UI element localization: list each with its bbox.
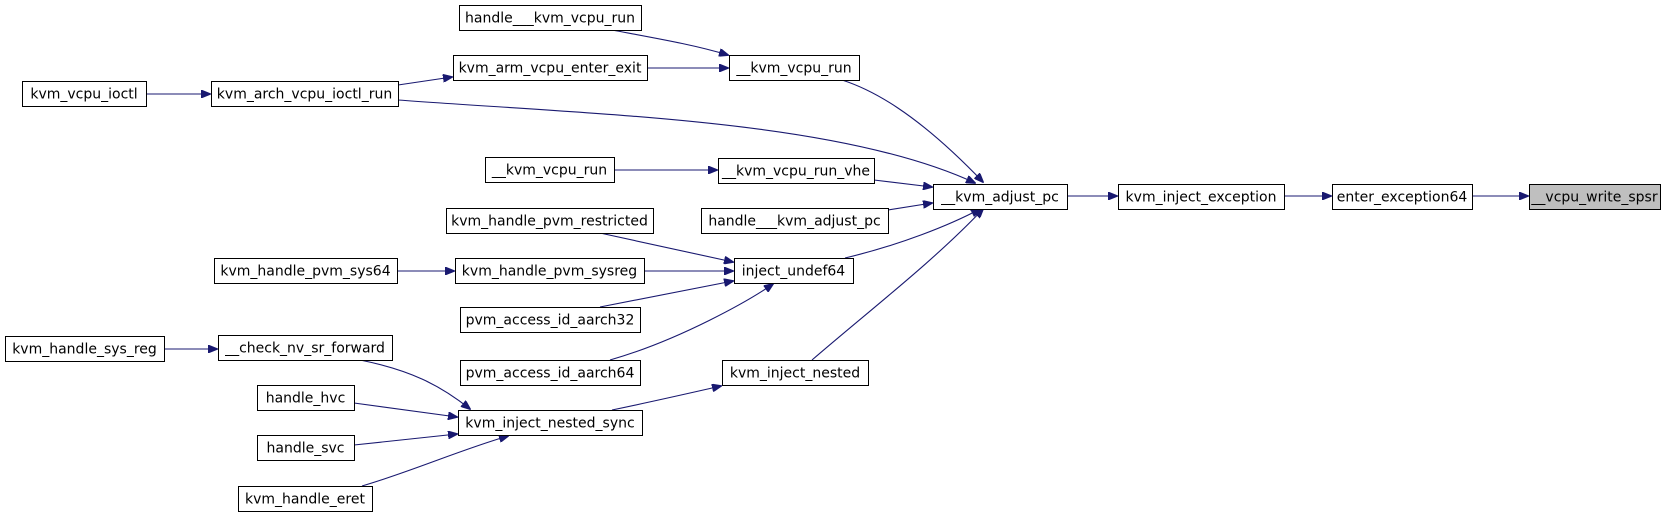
node-label: pvm_access_id_aarch64: [466, 366, 635, 382]
node-pvm-access-id-aarch32[interactable]: pvm_access_id_aarch32: [460, 307, 641, 333]
node-box[interactable]: [1332, 184, 1473, 210]
node-kvm-handle-pvm-sysreg[interactable]: kvm_handle_pvm_sysreg: [455, 258, 645, 284]
node-box[interactable]: [257, 385, 355, 411]
node-box[interactable]: [211, 81, 399, 107]
node-label: kvm_arch_vcpu_ioctl_run: [217, 87, 392, 103]
node-kvm-arch-vcpu-ioctl-run[interactable]: kvm_arch_vcpu_ioctl_run: [211, 81, 399, 107]
node-kvm-adjust-pc[interactable]: __kvm_adjust_pc: [933, 184, 1068, 210]
node-box[interactable]: [729, 55, 860, 81]
node-box[interactable]: [718, 158, 875, 184]
edge-kvm-vcpu-run-vhe-to-kvm-adjust-pc: [873, 179, 932, 187]
node-box[interactable]: [5, 336, 165, 362]
edge-handle-svc-to-kvm-inject-nested-sync: [353, 434, 457, 446]
node-label: kvm_handle_sys_reg: [12, 342, 157, 358]
node-box[interactable]: [1118, 184, 1285, 210]
node-label: kvm_arm_vcpu_enter_exit: [459, 61, 642, 77]
edge-handle-kvm-vcpu-run-to-kvm-vcpu-run: [611, 29, 728, 55]
node-label: kvm_handle_pvm_sysreg: [462, 264, 637, 280]
node-box[interactable]: [722, 360, 869, 386]
edge-kvm-arch-vcpu-ioctl-run-to-kvm-adjust-pc: [397, 99, 975, 183]
node-box[interactable]: [460, 360, 641, 386]
node-label: kvm_handle_pvm_restricted: [451, 214, 648, 230]
node-box[interactable]: [933, 184, 1068, 210]
nodes-layer: __vcpu_write_spsr enter_exception64 kvm_in…: [5, 5, 1661, 512]
node-box[interactable]: [460, 307, 641, 333]
edge-pvm-access-id-aarch64-to-inject-undef64: [609, 284, 773, 361]
edge-kvm-arch-vcpu-ioctl-run-to-kvm-arm-vcpu-enter-exit: [397, 77, 452, 86]
node-inject-undef64[interactable]: inject_undef64: [734, 258, 854, 284]
edge-handle-kvm-adjust-pc-to-kvm-adjust-pc: [887, 203, 932, 211]
node-handle-svc[interactable]: handle_svc: [257, 435, 355, 461]
edge-kvm-vcpu-run-to-kvm-adjust-pc: [841, 79, 983, 182]
node-kvm-inject-nested[interactable]: kvm_inject_nested: [722, 360, 869, 386]
node-handle-hvc[interactable]: handle_hvc: [257, 385, 355, 411]
node-label: handle_hvc: [266, 391, 346, 407]
node-label: handle_svc: [267, 441, 345, 457]
node-kvm-inject-exception[interactable]: kvm_inject_exception: [1118, 184, 1285, 210]
node-box[interactable]: [455, 258, 645, 284]
node-kvm-vcpu-run-2[interactable]: __kvm_vcpu_run: [485, 157, 615, 183]
node-box[interactable]: [485, 157, 615, 183]
node-label: handle___kvm_vcpu_run: [465, 11, 635, 27]
edge-pvm-access-id-aarch32-to-inject-undef64: [599, 281, 733, 308]
node-box[interactable]: [257, 435, 355, 461]
edge-kvm-inject-nested-to-kvm-adjust-pc: [811, 209, 983, 361]
node-label: __kvm_adjust_pc: [940, 190, 1059, 206]
node-box[interactable]: [218, 335, 393, 361]
node-label: kvm_handle_eret: [245, 492, 365, 508]
node-handle-kvm-adjust-pc[interactable]: handle___kvm_adjust_pc: [701, 208, 889, 234]
node-kvm-handle-sys-reg[interactable]: kvm_handle_sys_reg: [5, 336, 165, 362]
node-box[interactable]: [1529, 184, 1661, 210]
node-box[interactable]: [453, 55, 648, 81]
node-enter-exception64[interactable]: enter_exception64: [1332, 184, 1473, 210]
node-handle-kvm-vcpu-run[interactable]: handle___kvm_vcpu_run: [459, 5, 642, 31]
node-label: pvm_access_id_aarch32: [466, 313, 635, 329]
node-kvm-handle-pvm-restricted[interactable]: kvm_handle_pvm_restricted: [446, 208, 654, 234]
node-label: handle___kvm_adjust_pc: [708, 214, 880, 230]
node-label: __vcpu_write_spsr: [1530, 190, 1657, 206]
node-label: __kvm_vcpu_run: [735, 61, 851, 77]
edge-inject-undef64-to-kvm-adjust-pc: [844, 209, 980, 259]
node-vcpu-write-spsr[interactable]: __vcpu_write_spsr: [1529, 184, 1661, 210]
node-pvm-access-id-aarch64[interactable]: pvm_access_id_aarch64: [460, 360, 641, 386]
node-box[interactable]: [22, 81, 147, 107]
node-label: kvm_handle_pvm_sys64: [220, 264, 390, 280]
node-check-nv-sr-forward[interactable]: __check_nv_sr_forward: [218, 335, 393, 361]
node-label: __kvm_vcpu_run_vhe: [721, 164, 870, 180]
node-kvm-handle-pvm-sys64[interactable]: kvm_handle_pvm_sys64: [214, 258, 398, 284]
node-box[interactable]: [458, 410, 643, 436]
node-label: __check_nv_sr_forward: [224, 341, 385, 357]
node-kvm-handle-eret[interactable]: kvm_handle_eret: [238, 486, 373, 512]
node-kvm-inject-nested-sync[interactable]: kvm_inject_nested_sync: [458, 410, 643, 436]
node-box[interactable]: [446, 208, 654, 234]
edge-kvm-handle-pvm-restricted-to-inject-undef64: [599, 232, 733, 262]
node-label: __kvm_vcpu_run: [491, 163, 607, 179]
node-box[interactable]: [459, 5, 642, 31]
edge-check-nv-sr-forward-to-kvm-inject-nested-sync: [359, 359, 470, 409]
node-box[interactable]: [701, 208, 889, 234]
node-kvm-vcpu-ioctl[interactable]: kvm_vcpu_ioctl: [22, 81, 147, 107]
node-box[interactable]: [214, 258, 398, 284]
node-label: kvm_vcpu_ioctl: [30, 87, 137, 103]
node-label: inject_undef64: [742, 264, 846, 280]
edge-kvm-handle-eret-to-kvm-inject-nested-sync: [361, 436, 508, 487]
node-box[interactable]: [238, 486, 373, 512]
node-label: enter_exception64: [1337, 190, 1468, 206]
edge-handle-hvc-to-kvm-inject-nested-sync: [353, 402, 457, 417]
node-box[interactable]: [734, 258, 854, 284]
node-kvm-vcpu-run-vhe[interactable]: __kvm_vcpu_run_vhe: [718, 158, 875, 184]
edge-kvm-inject-nested-sync-to-kvm-inject-nested: [611, 386, 721, 411]
node-kvm-vcpu-run[interactable]: __kvm_vcpu_run: [729, 55, 860, 81]
edges-layer: [146, 29, 1528, 487]
node-kvm-arm-vcpu-enter-exit[interactable]: kvm_arm_vcpu_enter_exit: [453, 55, 648, 81]
node-label: kvm_inject_nested_sync: [465, 416, 634, 432]
node-label: kvm_inject_nested: [730, 366, 860, 382]
node-label: kvm_inject_exception: [1126, 190, 1277, 206]
